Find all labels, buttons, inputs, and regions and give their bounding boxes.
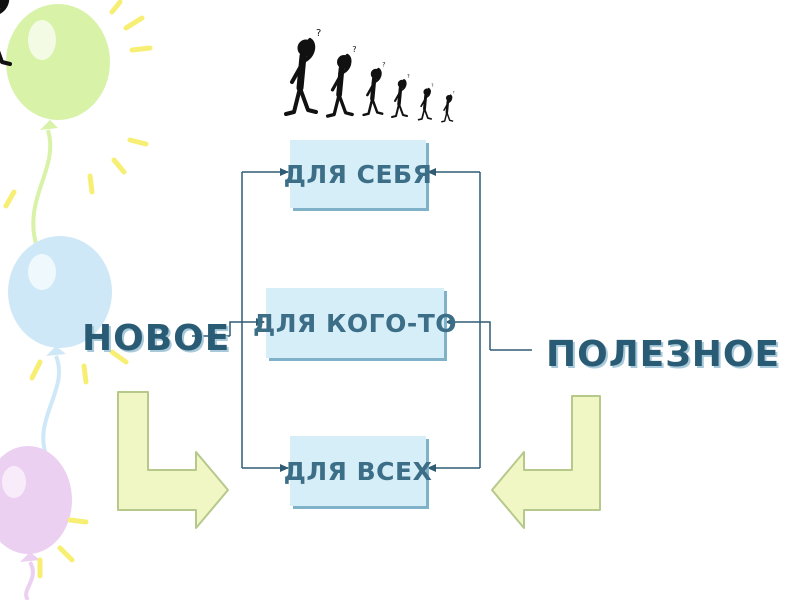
sparkles-decoration <box>3 0 153 579</box>
target-label-self: ДЛЯ СЕБЯ <box>283 159 433 189</box>
connector-new-to-someone <box>229 318 265 336</box>
target-box-someone: ДЛЯ КОГО-ТО <box>253 288 457 358</box>
right-curved-arrow <box>491 395 601 529</box>
target-box-all: ДЛЯ ВСЕХ <box>284 436 432 506</box>
target-box-self: ДЛЯ СЕБЯ <box>284 140 432 208</box>
target-label-all: ДЛЯ ВСЕХ <box>283 456 433 486</box>
word-useful: ПОЛЕЗНОЕ <box>546 334 781 375</box>
left-curved-arrow <box>117 391 229 529</box>
balloons-icon <box>0 4 112 600</box>
word-new: НОВОЕ <box>82 318 231 359</box>
connector-useful-to-someone <box>445 318 491 350</box>
target-label-someone: ДЛЯ КОГО-ТО <box>252 308 458 338</box>
